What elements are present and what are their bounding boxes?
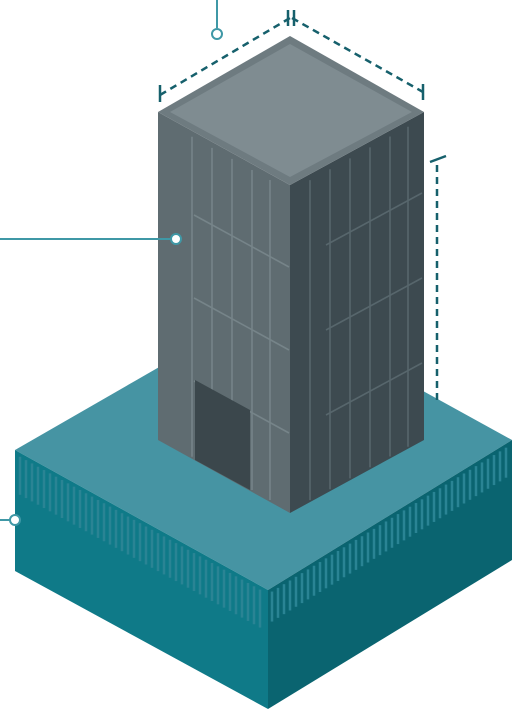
dimension-tick-icon (429, 154, 447, 164)
tower (158, 36, 424, 513)
callout-leaders (0, 0, 223, 526)
facade-transom (325, 277, 423, 331)
tower-left-face (158, 112, 290, 513)
facade-transom (325, 362, 423, 416)
callout-node-icon (211, 28, 223, 40)
depth-dimension-line (291, 16, 424, 94)
tower-right-mullions (309, 126, 423, 501)
callout-node-icon (9, 514, 21, 526)
facade-transom (193, 214, 290, 268)
tower-roof-inset (170, 44, 412, 177)
width-dimension-line (159, 16, 291, 97)
dimension-lines (158, 10, 447, 400)
plinth-right-ribs (270, 447, 508, 622)
callout-node-icon (170, 233, 182, 245)
plinth-left-ribs (18, 456, 262, 628)
tower-door (195, 380, 250, 490)
facade-transom (325, 192, 423, 246)
facade-transom (193, 297, 290, 351)
plinth-left-face (15, 450, 268, 709)
